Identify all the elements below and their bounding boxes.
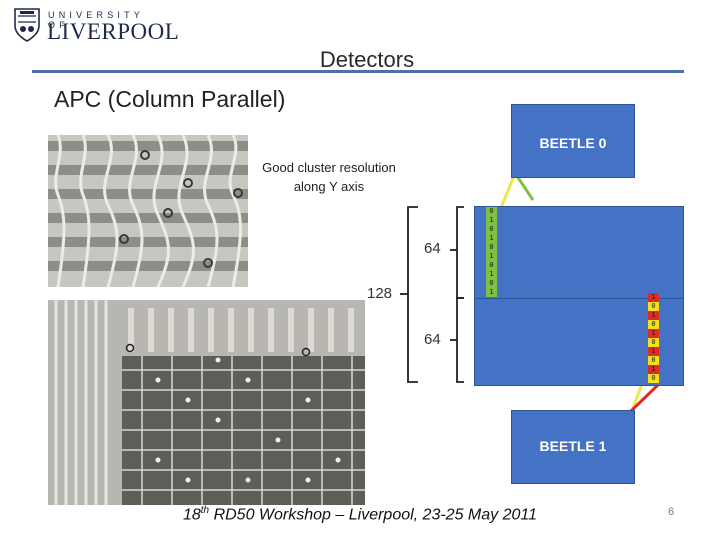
bracket-lower-64 xyxy=(456,297,464,383)
footer-prefix: 18 xyxy=(182,506,201,524)
count-upper-64: 64 xyxy=(424,240,441,257)
bit-column-upper: 0 1 0 1 0 1 0 1 0 1 xyxy=(486,207,497,297)
bracket-upper-64 xyxy=(456,206,464,299)
cluster-resolution-note: Good cluster resolution along Y axis xyxy=(262,160,396,194)
university-crest-icon xyxy=(14,8,40,42)
bit-cell: 0 xyxy=(489,279,494,287)
sensor-upper-half xyxy=(474,206,684,299)
footer-workshop: 18th RD50 Workshop – Liverpool, 23-25 Ma… xyxy=(130,505,590,524)
footer-rest: RD50 Workshop – Liverpool, 23-25 May 201… xyxy=(209,506,537,524)
title-rule xyxy=(32,70,684,73)
bit-cell: 1 xyxy=(489,234,494,242)
wire-top-yellow xyxy=(499,175,516,209)
beetle-0-label: BEETLE 0 xyxy=(539,135,607,151)
bit-cell: 0 xyxy=(489,225,494,233)
beetle-1-label: BEETLE 1 xyxy=(539,438,607,454)
wire-bottom-red xyxy=(628,381,662,414)
bit-cell: 1 xyxy=(648,293,659,302)
bit-cell: 1 xyxy=(489,270,494,278)
sensor-photo-top xyxy=(48,135,248,287)
bit-cell: 0 xyxy=(489,261,494,269)
bit-cell: 0 xyxy=(648,356,659,365)
bit-cell: 0 xyxy=(648,374,659,383)
beetle-1-chip: BEETLE 1 xyxy=(511,410,635,484)
bit-cell: 0 xyxy=(648,338,659,347)
bit-cell: 1 xyxy=(489,288,494,296)
beetle-0-chip: BEETLE 0 xyxy=(511,104,635,178)
bit-cell: 1 xyxy=(489,252,494,260)
university-logo: UNIVERSITY OF LIVERPOOL xyxy=(14,8,179,46)
count-lower-64: 64 xyxy=(424,331,441,348)
bit-cell: 1 xyxy=(648,311,659,320)
wire-top-green xyxy=(515,175,535,201)
sensor-photo-bottom xyxy=(48,300,365,505)
bit-cell: 0 xyxy=(489,243,494,251)
footer-sup: th xyxy=(200,505,210,516)
slide-subtitle: APC (Column Parallel) xyxy=(54,86,286,112)
bit-column-lower: 1 0 1 0 1 0 1 0 1 0 xyxy=(648,293,659,383)
bit-cell: 1 xyxy=(648,329,659,338)
bit-cell: 0 xyxy=(648,302,659,311)
bit-cell: 1 xyxy=(648,365,659,374)
bit-cell: 0 xyxy=(648,320,659,329)
logo-university-of: UNIVERSITY OF xyxy=(48,10,144,30)
logo-liverpool: LIVERPOOL xyxy=(47,19,180,44)
bit-cell: 0 xyxy=(489,207,494,215)
bit-cell: 1 xyxy=(648,347,659,356)
bracket-128 xyxy=(407,206,418,383)
count-total-128: 128 xyxy=(367,285,393,302)
page-number: 6 xyxy=(668,506,675,518)
slide-title: Detectors xyxy=(319,47,415,72)
bit-cell: 1 xyxy=(489,216,494,224)
